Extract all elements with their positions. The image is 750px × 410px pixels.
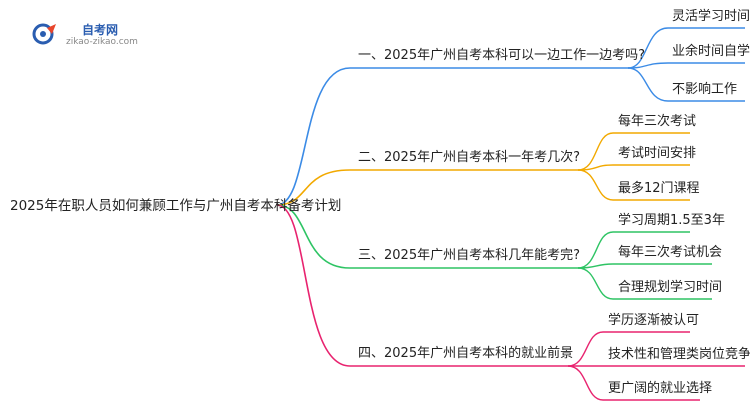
connector-b1-leaf-3 <box>627 67 669 102</box>
leaf-4-3: 更广阔的就业选择 <box>608 381 713 396</box>
branch-3-label: 三、2025年广州自考本科几年能考完? <box>358 248 580 263</box>
leaf-4-1: 学历逐渐被认可 <box>608 313 700 328</box>
leaf-3-3: 合理规划学习时间 <box>618 280 723 295</box>
leaf-3-2: 每年三次考试机会 <box>618 245 723 260</box>
leaf-1-3: 不影响工作 <box>672 82 738 97</box>
connector-b3-leaf-2 <box>577 263 614 269</box>
site-logo[interactable]: 自考网 zikao-zikao.com <box>30 18 140 50</box>
root-node: 2025年在职人员如何兼顾工作与广州自考本科备考计划 <box>10 198 342 214</box>
connector-root-branch-4 <box>276 204 351 367</box>
leaf-4-2: 技术性和管理类岗位竞争力 <box>608 347 750 362</box>
logo-title: 自考网 <box>82 23 119 37</box>
connector-root-branch-2 <box>276 169 351 206</box>
branch-2-label: 二、2025年广州自考本科一年考几次? <box>358 150 580 165</box>
connector-b3-leaf-1 <box>577 231 614 269</box>
leaf-1-1: 灵活学习时间 <box>672 9 750 24</box>
connector-b1-leaf-1 <box>627 27 669 69</box>
logo-subtitle: zikao-zikao.com <box>66 37 138 47</box>
connector-b2-leaf-2 <box>577 164 614 171</box>
branch-1-label: 一、2025年广州自考本科可以一边工作一边考吗? <box>358 48 645 63</box>
connector-b2-leaf-1 <box>577 132 614 171</box>
connector-b4-leaf-3 <box>567 365 604 401</box>
connector-b2-leaf-3 <box>577 169 614 201</box>
connector-b1-leaf-2 <box>627 62 669 69</box>
leaf-3-1: 学习周期1.5至3年 <box>618 213 725 228</box>
connector-root-branch-1 <box>276 67 351 206</box>
connector-b4-leaf-1 <box>567 331 604 367</box>
leaf-2-2: 考试时间安排 <box>618 146 697 161</box>
branch-4-label: 四、2025年广州自考本科的就业前景 <box>358 346 574 361</box>
connector-b3-leaf-3 <box>577 267 614 300</box>
leaf-2-1: 每年三次考试 <box>618 114 697 129</box>
connector-root-branch-3 <box>276 204 351 269</box>
leaf-1-2: 业余时间自学 <box>672 44 750 59</box>
leaf-2-3: 最多12门课程 <box>618 181 700 196</box>
logo-icon <box>32 23 56 45</box>
